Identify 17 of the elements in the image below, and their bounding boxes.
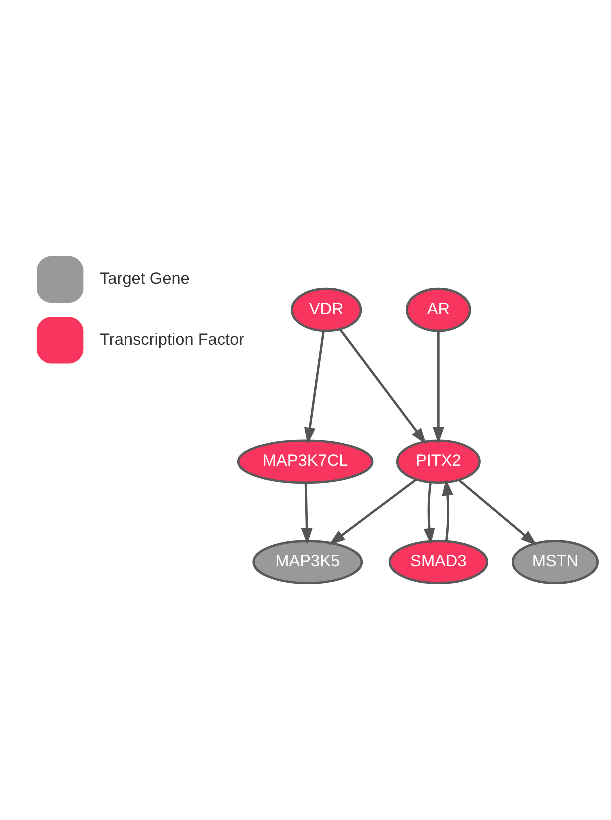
arrow	[432, 330, 444, 444]
node-ellipse: AR	[406, 287, 472, 332]
node-ellipse: MAP3K5	[252, 540, 364, 584]
arrow	[329, 478, 418, 545]
arrow	[442, 478, 454, 541]
arrow	[339, 328, 427, 444]
arrow	[304, 330, 325, 444]
arrow	[301, 482, 313, 544]
node-ellipse: VDR	[290, 287, 362, 332]
arrow	[458, 478, 538, 546]
node-ellipse: MSTN	[512, 540, 599, 584]
legend-label: Target Gene	[100, 270, 190, 288]
node-ellipse: SMAD3	[388, 540, 489, 584]
node-ellipse: PITX2	[396, 439, 481, 484]
legend-label: Transcription Factor	[100, 330, 245, 348]
node-ellipse: MAP3K7CL	[237, 439, 374, 484]
arrow	[424, 482, 436, 544]
